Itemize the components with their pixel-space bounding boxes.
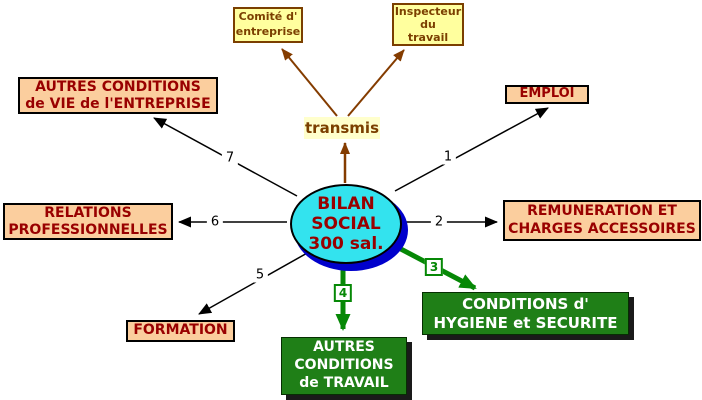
arrow-number-5: 5 (251, 267, 269, 283)
arrow-transmis-to-inspecteur (347, 49, 405, 117)
box-autres-conditions-travail: AUTRES CONDITIONS de TRAVAIL (281, 337, 407, 395)
arrow-to-emploi (394, 107, 549, 192)
center-node-bilan-social: BILAN SOCIAL 300 sal. (290, 184, 402, 264)
arrow-number-2: 2 (430, 214, 448, 230)
box-relations-professionnelles: RELATIONS PROFESSIONNELLES (3, 203, 173, 240)
arrow-number-6: 6 (206, 214, 224, 230)
arrow-transmis-to-comite (281, 48, 338, 117)
arrow-number-7: 7 (221, 150, 239, 166)
box-remuneration-charges: REMUNERATION ET CHARGES ACCESSOIRES (503, 200, 701, 241)
box-autres-conditions-vie: AUTRES CONDITIONS de VIE de l'ENTREPRISE (18, 77, 218, 114)
arrow-badge-4: 4 (333, 284, 353, 302)
arrow-badge-3: 3 (424, 258, 444, 276)
box-conditions-hygiene-securite: CONDITIONS d' HYGIENE et SECURITE (422, 292, 629, 335)
arrow-number-1: 1 (439, 149, 457, 165)
arrow-to-formation (198, 251, 310, 315)
transmis-label: transmis (304, 117, 380, 139)
box-emploi: EMPLOI (505, 85, 589, 104)
box-inspecteur-travail: Inspecteur du travail (392, 3, 464, 46)
box-formation: FORMATION (126, 320, 235, 342)
box-comite-entreprise: Comité d' entreprise (233, 7, 303, 43)
